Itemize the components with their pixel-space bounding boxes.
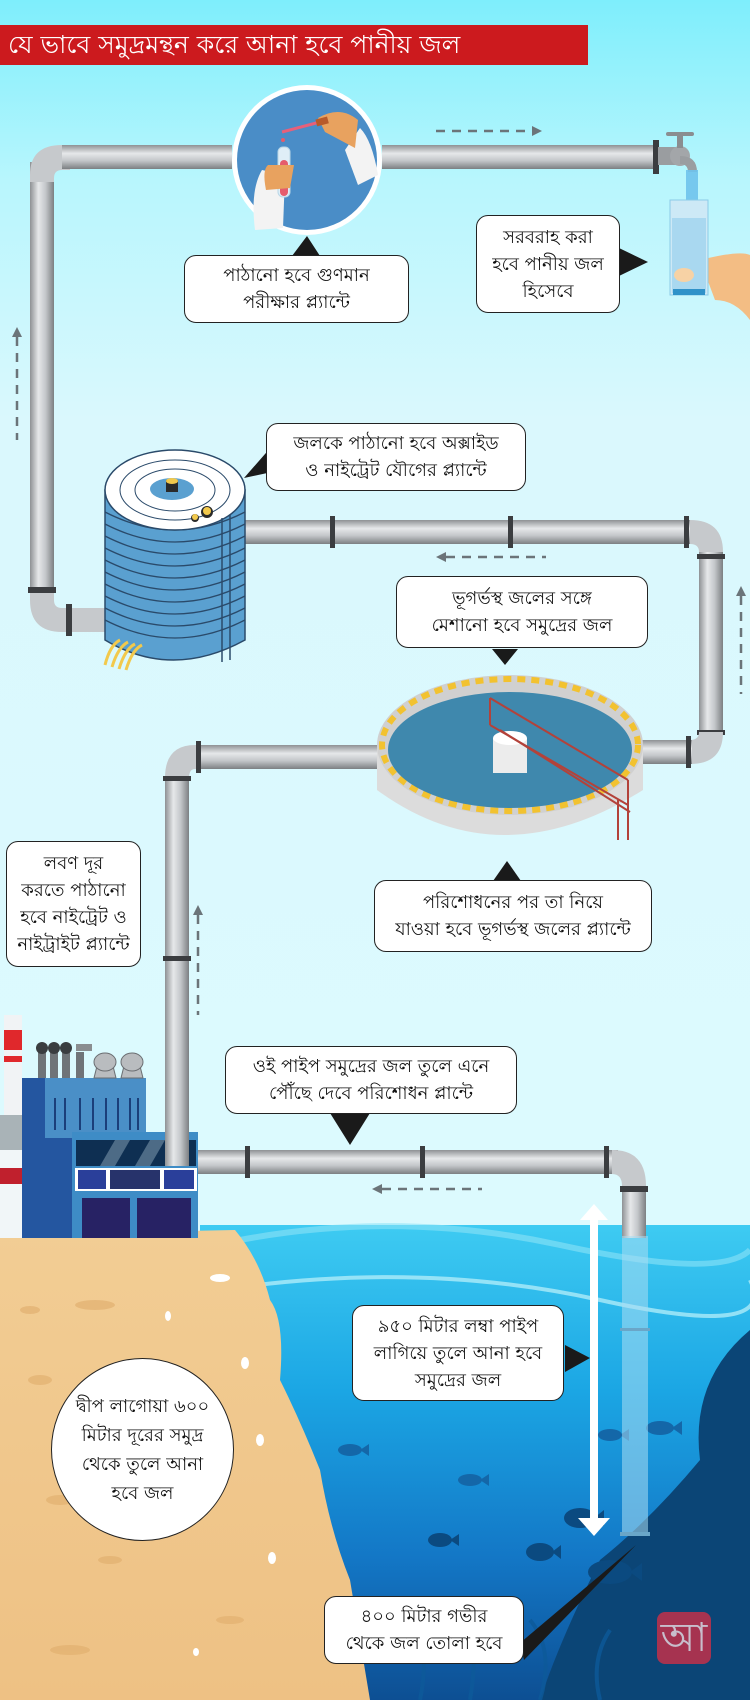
callout-line: সমুদ্রের জল [414, 1369, 502, 1391]
flow-arrow-up [12, 327, 22, 440]
callout-line: পৌঁছে দেবে পরিশোধন প্লান্টে [268, 1083, 474, 1104]
callout-line: যাওয়া হবে ভূগর্ভস্থ জলের প্ল্যান্টে [395, 919, 631, 940]
callout-oxide-nitrate: জলকে পাঠানো হবে অক্সাইড ও নাইট্রেট যৌগের … [266, 423, 526, 491]
flow-arrow-left [436, 552, 546, 562]
callout-line: হবে নাইট্রেট ও [20, 907, 127, 928]
callout-line: নাইট্রাইট প্ল্যান্টে [17, 934, 130, 955]
callout-line: থেকে তুলে আনা [81, 1453, 204, 1475]
callout-sea-depth: ৪০০ মিটার গভীর থেকে জল তোলা হবে [324, 1596, 524, 1664]
callout-mix-groundwater: ভূগর্ভস্থ জলের সঙ্গে মেশানো হবে সমুদ্রের … [396, 576, 648, 648]
fish-icon [338, 1421, 682, 1486]
callout-line: ও নাইট্রেট যৌগের প্ল্যান্টে [305, 460, 487, 481]
storage-tank-icon [103, 449, 246, 671]
callout-line: লাগিয়ে তুলে আনা হবে [373, 1342, 543, 1364]
callout-line: হবে পানীয় জল [492, 253, 604, 275]
callout-pipe-to-treatment: ওই পাইপ সমুদ্রের জল তুলে এনে পৌঁছে দেবে প… [225, 1046, 517, 1114]
callout-quality-test: পাঠানো হবে গুণমান পরীক্ষার প্ল্যান্টে [184, 255, 409, 323]
callout-line: ভূগর্ভস্থ জলের সঙ্গে [452, 588, 592, 609]
callout-drinking-supply: সরবরাহ করা হবে পানীয় জল হিসেবে [476, 215, 620, 313]
callout-line: থেকে জল তোলা হবে [345, 1633, 503, 1654]
sea-rock [540, 1330, 750, 1700]
callout-pointers [244, 236, 648, 1660]
water-tap-icon [658, 132, 698, 200]
callout-line: ওই পাইপ সমুদ্রের জল তুলে এনে [252, 1056, 490, 1077]
callout-after-treatment: পরিশোধনের পর তা নিয়ে যাওয়া হবে ভূগর্ভস্… [374, 880, 652, 952]
callout-line: পরীক্ষার প্ল্যান্টে [243, 292, 350, 313]
callout-line: পাঠানো হবে গুণমান [223, 265, 370, 286]
callout-line: মিটার দূরের সমুদ্র [81, 1424, 204, 1446]
callout-line: ৯৫০ মিটার লম্বা পাইপ [377, 1315, 539, 1337]
callout-line: করতে পাঠানো [21, 880, 126, 901]
pebbles [165, 1274, 276, 1656]
callout-line: লবণ দূর [43, 853, 104, 874]
flow-arrow-up [736, 586, 746, 694]
callout-line: পরিশোধনের পর তা নিয়ে [422, 892, 604, 913]
callout-line: দ্বীপ লাগোয়া ৬০০ [75, 1395, 210, 1417]
callout-line: জলকে পাঠানো হবে অক্সাইড [293, 433, 499, 454]
publisher-logo: আ [657, 1612, 711, 1664]
flow-arrow-up [193, 905, 203, 1015]
treatment-pool-icon [377, 675, 643, 840]
callout-salt-removal: লবণ দূর করতে পাঠানো হবে নাইট্রেট ও নাইট্রাই… [6, 841, 141, 967]
flow-arrow-left [372, 1184, 482, 1194]
sea-wave [219, 1275, 750, 1318]
callout-line: হিসেবে [522, 280, 574, 302]
callout-line: ৪০০ মিটার গভীর [360, 1606, 488, 1627]
flow-arrow-right [436, 126, 542, 136]
water-glass-icon [669, 199, 750, 320]
callout-line: মেশানো হবে সমুদ্রের জল [431, 615, 613, 636]
callout-pipe-length: ৯৫০ মিটার লম্বা পাইপ লাগিয়ে তুলে আনা হবে… [352, 1305, 564, 1401]
page-title: যে ভাবে সমুদ্রমন্থন করে আনা হবে পানীয় জ… [0, 25, 588, 65]
factory-icon [0, 1015, 198, 1238]
callout-line: সরবরাহ করা [503, 226, 593, 248]
callout-island-distance: দ্বীপ লাগোয়া ৬০০ মিটার দূরের সমুদ্র থেকে … [51, 1358, 234, 1541]
lab-test-icon [232, 85, 382, 235]
depth-arrow [578, 1204, 610, 1536]
callout-line: হবে জল [111, 1482, 174, 1504]
sea-wave [239, 1223, 750, 1267]
